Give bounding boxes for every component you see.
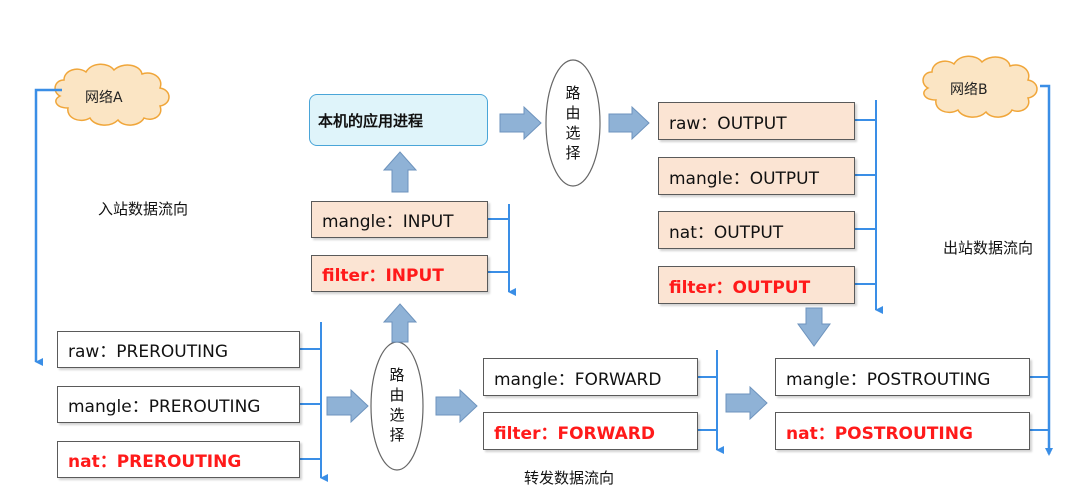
block-arrow-forward-to-postrouting xyxy=(725,385,768,421)
block-arrow-input-to-app xyxy=(382,151,418,193)
chain-mangle-forward: mangle：FORWARD xyxy=(483,358,698,396)
local-application-process: 本机的应用进程 xyxy=(309,94,488,146)
chain-filter-input: filter：INPUT xyxy=(311,255,488,292)
routing-char: 由 xyxy=(389,386,405,404)
inbound-flow-label: 入站数据流向 xyxy=(98,200,189,218)
routing-char: 路 xyxy=(565,84,581,102)
chain-nat-postrouting: nat：POSTROUTING xyxy=(775,412,1030,450)
cloud-network-a-label: 网络A xyxy=(85,90,123,106)
block-arrow-output-to-postrouting xyxy=(797,307,831,347)
chain-mangle-input: mangle：INPUT xyxy=(311,201,488,238)
block-arrow-routing-to-forward xyxy=(435,388,478,424)
block-arrow-routing-to-input xyxy=(382,303,418,343)
chain-mangle-output: mangle：OUTPUT xyxy=(658,157,855,195)
inbound-flow-line xyxy=(34,88,62,366)
routing-char: 由 xyxy=(565,104,581,122)
chain-filter-output: filter：OUTPUT xyxy=(658,266,855,304)
routing-char: 择 xyxy=(565,144,581,162)
routing-char: 择 xyxy=(389,426,405,444)
chain-raw-output: raw：OUTPUT xyxy=(658,102,855,140)
routing-decision-top-shape xyxy=(545,59,601,187)
cloud-a-shape xyxy=(54,63,170,126)
cloud-b-shape xyxy=(922,55,1038,118)
routing-char: 选 xyxy=(389,406,405,424)
chain-nat-prerouting: nat：PREROUTING xyxy=(57,441,300,478)
outbound-flow-arrowhead xyxy=(1045,448,1053,456)
chain-nat-output: nat：OUTPUT xyxy=(658,211,855,249)
outbound-flow-line xyxy=(1040,84,1051,454)
routing-decision-top: 路 由 选 择 xyxy=(548,83,598,163)
chain-mangle-postrouting: mangle：POSTROUTING xyxy=(775,358,1030,396)
chain-brackets xyxy=(300,100,1049,482)
routing-char: 路 xyxy=(389,366,405,384)
block-arrow-prerouting-to-routing xyxy=(326,388,369,424)
chain-filter-forward: filter：FORWARD xyxy=(483,412,698,450)
block-arrow-routing-to-output xyxy=(608,105,650,141)
forward-flow-label: 转发数据流向 xyxy=(524,469,615,487)
routing-char: 选 xyxy=(565,124,581,142)
outbound-flow-label: 出站数据流向 xyxy=(943,239,1034,257)
routing-decision-bottom: 路 由 选 择 xyxy=(372,365,422,445)
chain-raw-prerouting: raw：PREROUTING xyxy=(57,331,300,368)
block-arrow-app-to-routing xyxy=(499,105,542,141)
chain-mangle-prerouting: mangle：PREROUTING xyxy=(57,386,300,423)
cloud-network-b-label: 网络B xyxy=(950,82,988,98)
